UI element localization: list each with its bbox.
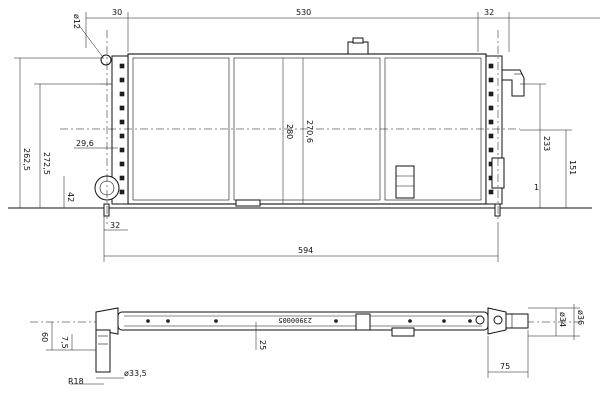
right-fitting [475, 315, 485, 325]
dim-right-lower: 151 [568, 160, 577, 175]
right-pin [494, 203, 501, 217]
dim-left-offset: 30 [112, 8, 122, 17]
dim-overall-width: 594 [298, 246, 313, 255]
dim-radius: R18 [68, 377, 84, 386]
dim-core-width: 530 [296, 8, 311, 17]
dim-end-width: 75 [500, 362, 510, 371]
right-tank-rivets [488, 63, 494, 195]
dim-center-height: 25 [258, 340, 267, 350]
dim-pipe-dia: ø33,5 [124, 369, 147, 378]
dim-right-dia-large: ø36 [576, 310, 585, 325]
front-view: 30 530 32 ø12 262,5 272,5 42 29,6 280 27… [8, 8, 600, 262]
dim-bottom-left: 32 [110, 221, 120, 230]
inlet-pipe-side [505, 313, 529, 329]
dim-right-dia-small: ø34 [558, 312, 567, 327]
part-number-stamp: 23900005 [278, 316, 312, 324]
dim-small-right: 1 [534, 183, 539, 192]
dim-outlet-height: 60 [40, 332, 49, 342]
inlet-pipe [501, 69, 525, 97]
core-panel-left [132, 57, 230, 201]
bottom-view: 23900005 60 7,5 ø33,5 R18 25 75 [30, 304, 585, 386]
dim-right-height: 233 [542, 136, 551, 151]
dim-inner-height: 272,5 [42, 152, 51, 175]
bottom-rail [235, 199, 261, 207]
dim-overall-height: 262,5 [22, 148, 31, 171]
dim-hole-dia: ø12 [72, 14, 81, 29]
outlet-pipe-side [95, 329, 111, 373]
filler-cap-top [352, 37, 364, 44]
side-clip [391, 327, 415, 337]
dim-core-height: 280 [285, 124, 294, 139]
left-tank-rivets [119, 63, 125, 195]
leader-hole [77, 23, 103, 57]
dim-left-port-offset: 29,6 [76, 139, 94, 148]
fan-bracket [395, 165, 415, 199]
filler-cap [347, 41, 369, 55]
dim-left-bottom: 42 [66, 192, 75, 202]
side-tube-markers [146, 319, 472, 323]
right-fitting-2 [493, 315, 503, 325]
mounting-hole-left [100, 54, 112, 66]
left-end-cap [95, 307, 119, 335]
side-bracket [355, 313, 371, 331]
dim-tank-height: 270,6 [305, 120, 314, 143]
dim-small-offset: 7,5 [60, 336, 69, 349]
left-pin [103, 203, 110, 217]
dim-right-offset: 32 [484, 8, 494, 17]
